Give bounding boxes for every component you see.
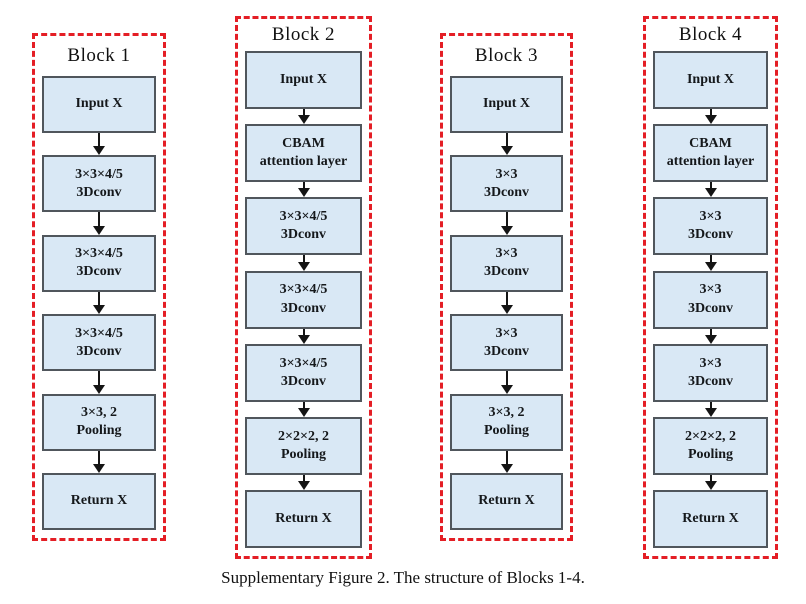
block-3-box-3dconv-2: 3×3 3Dconv: [450, 234, 563, 292]
block-4-title: Block 4: [678, 24, 743, 45]
block-3-box-3dconv-3: 3×3 3Dconv: [450, 314, 563, 372]
block-2-box-return-x: Return X: [245, 490, 362, 549]
arrow-down-icon: [653, 255, 768, 271]
arrow-down-icon: [245, 182, 362, 198]
block-2-box-3dconv-2: 3×3×4/5 3Dconv: [245, 270, 362, 329]
arrow-down-icon: [450, 291, 563, 315]
block-4-box-cbam: CBAM attention layer: [653, 124, 768, 183]
block-2-title: Block 2: [271, 24, 336, 45]
arrow-down-icon: [653, 182, 768, 198]
block-3-panel: Block 3 Input X 3×3 3Dconv 3×3 3Dconv 3×…: [440, 33, 573, 541]
figure-caption: Supplementary Figure 2. The structure of…: [221, 568, 585, 587]
block-1-box-3dconv-1: 3×3×4/5 3Dconv: [42, 155, 156, 213]
block-4-box-input-x: Input X: [653, 51, 768, 109]
arrow-down-icon: [42, 371, 156, 395]
block-3-title: Block 3: [474, 45, 539, 66]
arrow-down-icon: [42, 450, 156, 474]
arrow-down-icon: [450, 212, 563, 236]
arrow-down-icon: [245, 328, 362, 344]
arrow-down-icon: [653, 328, 768, 344]
arrow-down-icon: [42, 291, 156, 315]
block-4-box-3dconv-3: 3×3 3Dconv: [653, 343, 768, 402]
arrow-down-icon: [245, 401, 362, 418]
block-1-box-pooling: 3×3, 2 Pooling: [42, 393, 156, 451]
block-1-box-3dconv-3: 3×3×4/5 3Dconv: [42, 314, 156, 372]
block-1-title: Block 1: [67, 45, 131, 66]
arrow-down-icon: [245, 474, 362, 491]
arrow-down-icon: [245, 255, 362, 271]
block-4-box-3dconv-1: 3×3 3Dconv: [653, 197, 768, 256]
arrow-down-icon: [450, 371, 563, 395]
arrow-down-icon: [245, 109, 362, 125]
block-3-box-input-x: Input X: [450, 76, 563, 133]
block-1-box-input-x: Input X: [42, 76, 156, 133]
arrow-down-icon: [653, 474, 768, 491]
block-2-box-pooling: 2×2×2, 2 Pooling: [245, 416, 362, 475]
arrow-down-icon: [42, 212, 156, 236]
block-4-panel: Block 4 Input X CBAM attention layer 3×3…: [643, 16, 778, 559]
arrow-down-icon: [653, 109, 768, 125]
block-4-box-3dconv-2: 3×3 3Dconv: [653, 270, 768, 329]
block-2-box-3dconv-1: 3×3×4/5 3Dconv: [245, 197, 362, 256]
block-2-box-cbam: CBAM attention layer: [245, 124, 362, 183]
arrow-down-icon: [450, 133, 563, 156]
block-4-box-pooling: 2×2×2, 2 Pooling: [653, 416, 768, 475]
block-3-box-pooling: 3×3, 2 Pooling: [450, 393, 563, 451]
block-2-panel: Block 2 Input X CBAM attention layer 3×3…: [235, 16, 372, 559]
block-1-box-return-x: Return X: [42, 473, 156, 531]
block-4-box-return-x: Return X: [653, 490, 768, 549]
block-1-panel: Block 1 Input X 3×3×4/5 3Dconv 3×3×4/5 3…: [32, 33, 166, 541]
block-3-box-return-x: Return X: [450, 473, 563, 531]
arrow-down-icon: [42, 133, 156, 156]
block-2-box-input-x: Input X: [245, 51, 362, 109]
arrow-down-icon: [653, 401, 768, 418]
block-2-box-3dconv-3: 3×3×4/5 3Dconv: [245, 343, 362, 402]
block-1-box-3dconv-2: 3×3×4/5 3Dconv: [42, 234, 156, 292]
arrow-down-icon: [450, 450, 563, 474]
block-3-box-3dconv-1: 3×3 3Dconv: [450, 155, 563, 213]
